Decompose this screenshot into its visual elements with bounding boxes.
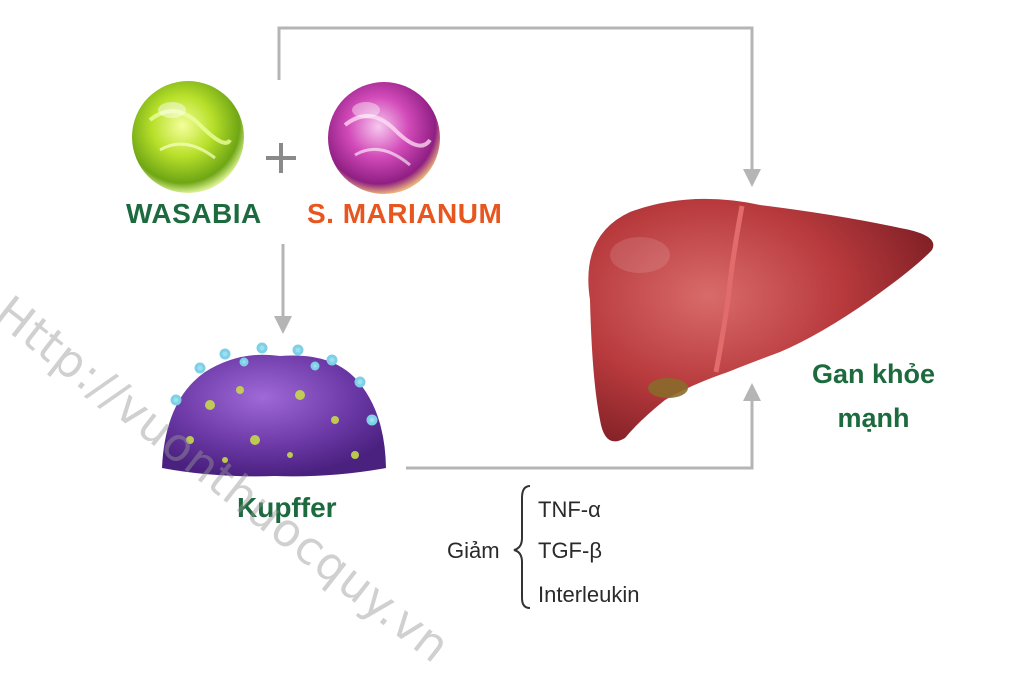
kupffer-label: Kupffer [237,492,337,523]
flow-arrows [274,26,761,470]
cytokine-tgf: TGF-β [538,538,602,563]
diagram-graphics [132,26,934,609]
kupffer-cell-icon [162,342,386,477]
marianum-sphere-icon [328,82,440,194]
cytokine-interleukin: Interleukin [538,582,640,607]
plus-icon [266,143,296,173]
reduce-label: Giảm [447,538,500,563]
arrow-top-loop [277,26,761,187]
marianum-label: S. MARIANUM [307,198,503,229]
liver-icon [588,198,934,442]
liver-label-line1: Gan khỏe [812,359,936,389]
wasabia-sphere-icon [132,81,244,193]
cytokine-tnf: TNF-α [538,497,601,522]
brace-icon [513,485,531,609]
liver-label: Gan khỏe mạnh [812,352,935,440]
arrow-kupffer-to-liver [406,383,761,470]
liver-label-line2: mạnh [837,403,910,433]
diagram-canvas: WASABIA S. MARIANUM Kupffer Gan khỏe mạn… [0,26,935,673]
wasabia-label: WASABIA [126,198,262,229]
